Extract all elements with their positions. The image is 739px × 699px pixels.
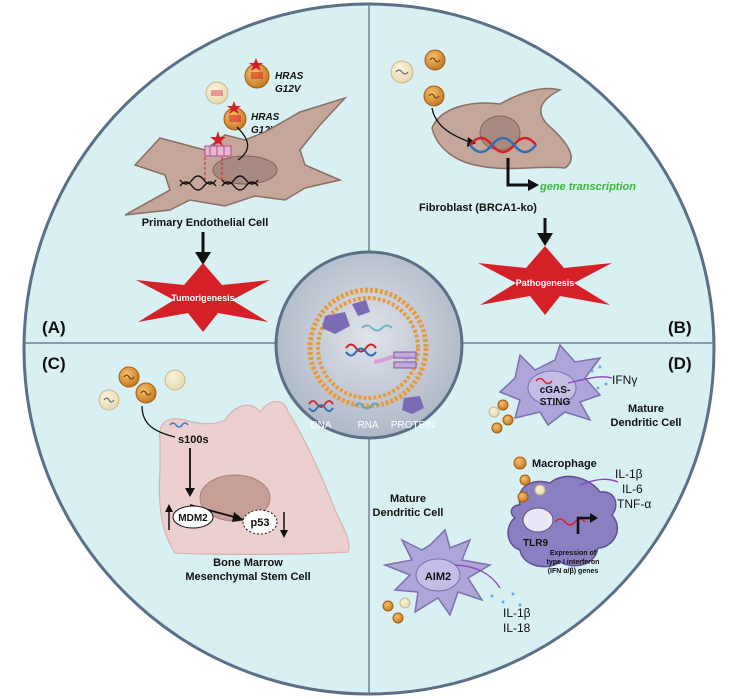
mac-cytokine-2: IL-6 — [622, 482, 643, 496]
legend-rna-label: RNA — [357, 420, 378, 431]
dendritic-1-label-line1: Mature — [628, 403, 664, 415]
dendritic-2-nucleus — [415, 558, 461, 592]
transmembrane-receptor — [393, 351, 417, 369]
cytokine-release-arrow — [579, 478, 619, 486]
expression-line1: Expression of — [550, 550, 597, 557]
stem-cell-label-line2: Mesenchymal Stem Cell — [185, 571, 310, 583]
endothelial-nucleus — [212, 155, 278, 185]
tlr9-label: TLR9 — [523, 538, 548, 549]
dendritic-2-label-line1: Mature — [390, 493, 426, 505]
il-release-arrow — [454, 564, 501, 589]
mdm2-up-arrow — [165, 504, 173, 530]
exosome-membrane-outer — [307, 287, 429, 409]
ifn-release-arrow — [567, 376, 613, 384]
macrophage-vesicle — [513, 456, 527, 470]
vesicle-orange-c1 — [118, 366, 140, 388]
g12v-label: G12V — [251, 125, 278, 136]
vesicle-pale-b — [390, 60, 414, 84]
cytosolic-dna-1 — [535, 377, 553, 385]
entry-arrow-a — [236, 126, 249, 161]
tumorigenesis-label: Tumorigenesis — [171, 293, 234, 303]
s100s-label: s100s — [178, 434, 209, 446]
pathogenesis-star — [478, 246, 612, 315]
membrane-receptor — [204, 131, 232, 180]
cgas-label-line2: STING — [540, 397, 571, 408]
vesicle-pale-c1 — [164, 369, 186, 391]
vesicle-orange-c2 — [135, 382, 157, 404]
il18-label: IL-18 — [503, 621, 531, 635]
panel-a-letter: (A) — [42, 318, 66, 337]
dendritic-1-nucleus — [527, 370, 577, 406]
vesicle-pale-c2 — [98, 389, 120, 411]
mdm2-node: MDM2 — [172, 505, 214, 529]
exosome-membrane-inner — [316, 296, 420, 400]
mac-cytokine-1: IL-1β — [615, 467, 643, 481]
p53-label: p53 — [251, 517, 270, 529]
panel-d-letter: (D) — [668, 354, 692, 373]
legend-dna-icon-2 — [308, 404, 334, 412]
p53-node: p53 — [242, 509, 278, 535]
macrophage-label: Macrophage — [532, 458, 597, 470]
fibroblast-label: Fibroblast (BRCA1-ko) — [419, 202, 537, 214]
p53-down-arrow — [280, 512, 288, 538]
transcription-arrow — [506, 158, 539, 191]
panel-a: HRAS G12V HRAS G12V Prim — [42, 58, 348, 337]
dendritic-1-label-line2: Dendritic Cell — [611, 417, 682, 429]
macrophage-cell — [507, 475, 619, 568]
exosome-protein-2 — [352, 300, 370, 316]
arrow-to-pathogenesis — [537, 218, 553, 246]
s100-strand — [169, 422, 189, 428]
stem-cell-label-line1: Bone Marrow — [213, 557, 283, 569]
panel-c: (C) s100s MDM2 — [42, 354, 350, 583]
entry-arrow-b — [431, 107, 471, 143]
legend-protein-label: PROTEIN — [391, 420, 435, 431]
endosome — [522, 507, 554, 533]
center-exosome: DNA RNA PROTEIN — [274, 250, 464, 440]
pathogenesis-label: Pathogenesis — [516, 278, 575, 288]
vesicle-pale-a — [205, 81, 229, 105]
panel-d: (D) cGAS- STING IFNγ Mature Dendritic Ce… — [373, 343, 692, 635]
vesicle-orange-b1 — [424, 49, 446, 71]
vesicle-hras-top — [244, 58, 270, 89]
dna-helix-b — [469, 136, 537, 154]
legend-dna-icon — [308, 400, 334, 408]
dendritic-2-label-line2: Dendritic Cell — [373, 507, 444, 519]
expression-line2: type I interferon — [547, 559, 600, 566]
mdm2-label: MDM2 — [178, 513, 208, 524]
exosome-protein-1 — [322, 312, 350, 334]
aim2-label: AIM2 — [425, 571, 451, 583]
gene-transcription-label: gene transcription — [539, 181, 636, 193]
vesicle-hras-entering — [223, 101, 247, 131]
panel-b-letter: (B) — [668, 318, 692, 337]
panel-c-letter: (C) — [42, 354, 66, 373]
exosome-rna — [361, 324, 393, 332]
ifn-gamma-label: IFNγ — [612, 373, 637, 387]
vesicles-d1 — [488, 399, 514, 434]
tumorigenesis-star — [136, 263, 270, 332]
vesicle-orange-b2 — [423, 85, 445, 107]
arrow-to-tumorigenesis — [195, 232, 211, 265]
exosome-dna — [345, 343, 377, 353]
il-dots — [490, 592, 522, 607]
il1b-label: IL-1β — [503, 606, 531, 620]
entry-arrow-c — [141, 405, 176, 438]
ifn-dots — [590, 365, 608, 390]
panel-b: gene transcription Fibroblast (BRCA1-ko)… — [390, 49, 692, 337]
legend-rna-icon — [354, 402, 380, 410]
vesicles-d2 — [382, 597, 411, 624]
mac-cytokine-3: TNF-α — [617, 497, 651, 511]
expression-line3: (IFN α/β) genes — [548, 568, 599, 575]
legend-dna-label: DNA — [310, 420, 331, 431]
vesicles-mac — [517, 474, 546, 503]
dna-helix-a — [179, 175, 259, 191]
endothelial-cell-label: Primary Endothelial Cell — [142, 217, 269, 229]
cgas-label-line1: cGAS- — [540, 385, 571, 396]
legend-protein-icon — [402, 396, 424, 414]
transcription-start-arrow — [576, 513, 598, 534]
hras-label: HRAS — [251, 112, 280, 123]
exosome-dna-2 — [345, 347, 377, 357]
g12v-label-top: G12V — [275, 84, 302, 95]
hras-label-top: HRAS — [275, 71, 304, 82]
